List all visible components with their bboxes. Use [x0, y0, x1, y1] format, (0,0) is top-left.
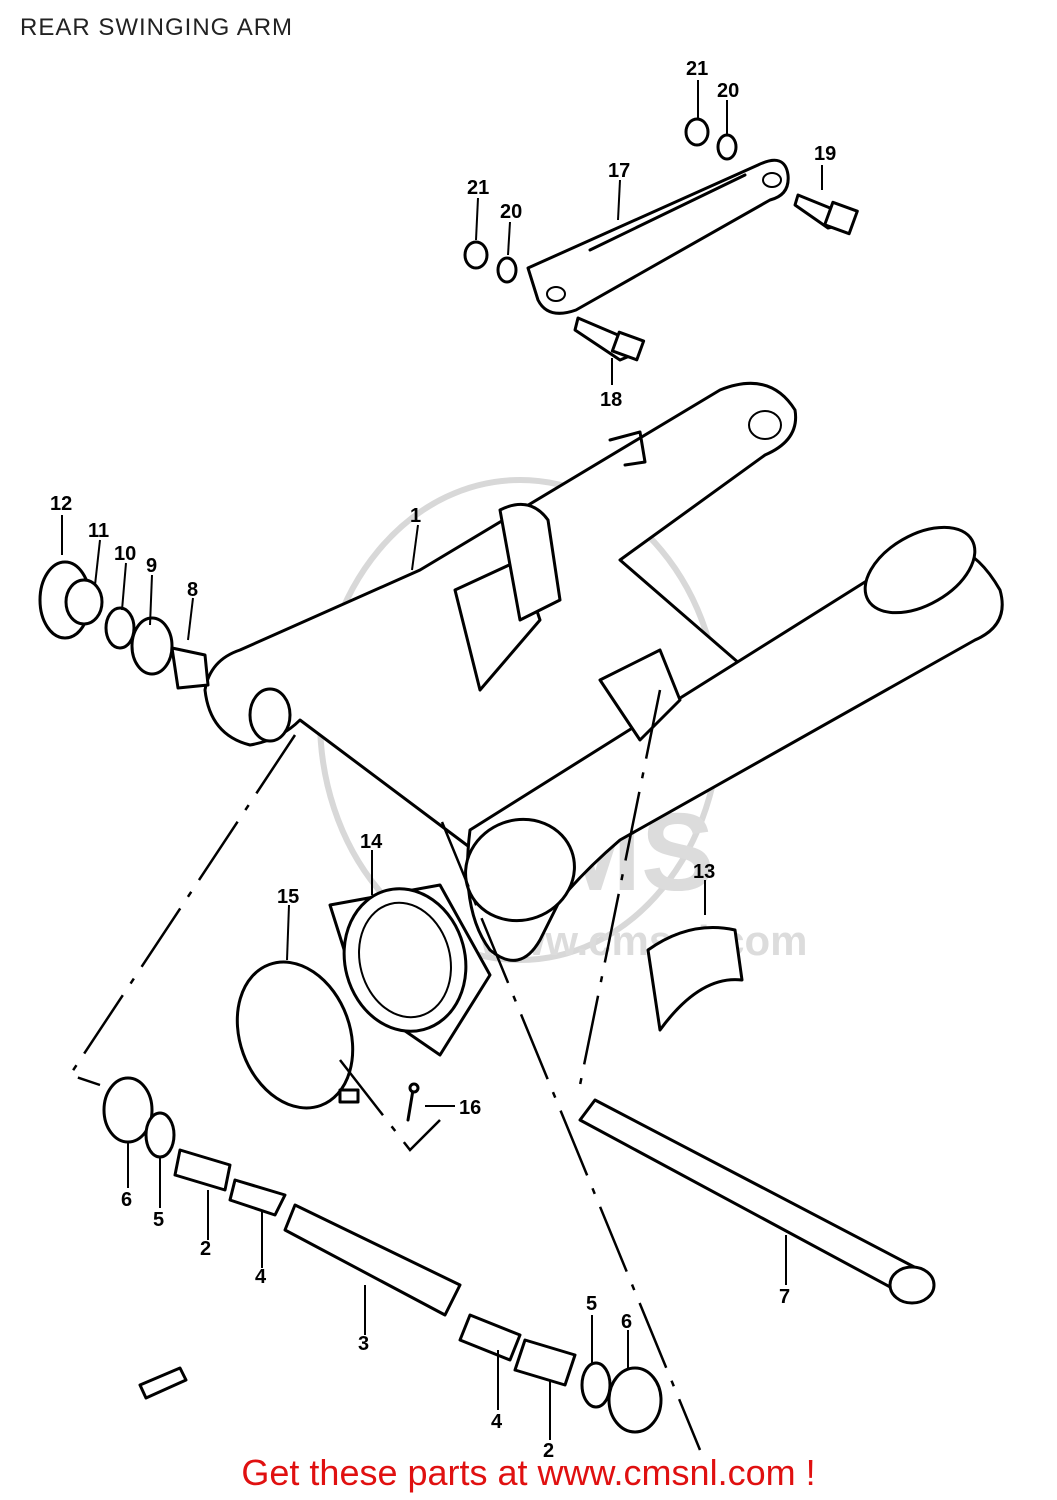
bolt-19 — [793, 193, 859, 236]
callouts: 1 2 2 3 4 4 5 5 6 6 7 8 9 10 11 12 13 14… — [50, 58, 836, 1462]
callout-9: 9 — [146, 555, 157, 577]
callout-7: 7 — [779, 1286, 790, 1308]
callout-4b: 4 — [491, 1411, 503, 1433]
lower-bushings — [102, 1076, 663, 1434]
pivot-shaft — [578, 1098, 936, 1305]
torque-rod — [526, 158, 790, 315]
callout-2b: 2 — [543, 1440, 554, 1462]
callout-16: 16 — [459, 1097, 481, 1119]
boot — [328, 883, 492, 1057]
nut-washer-lower — [463, 240, 518, 284]
callout-11: 11 — [88, 520, 109, 542]
callout-18: 18 — [600, 389, 622, 411]
front-arrow-icon — [138, 1366, 188, 1400]
callout-5b: 5 — [586, 1293, 597, 1315]
callout-15: 15 — [277, 886, 299, 908]
callout-4a: 4 — [255, 1266, 267, 1288]
callout-6b: 6 — [621, 1311, 632, 1333]
callout-8: 8 — [187, 579, 198, 601]
page-title: REAR SWINGING ARM — [20, 14, 294, 41]
nut-washer-upper — [684, 117, 738, 161]
callout-5a: 5 — [153, 1209, 164, 1231]
callout-19: 19 — [814, 143, 836, 165]
callout-2a: 2 — [200, 1238, 211, 1260]
bolt-18 — [573, 316, 646, 362]
left-pivot-parts — [38, 560, 210, 690]
assembly-lines — [68, 689, 702, 1451]
callout-3: 3 — [358, 1333, 369, 1355]
clamp — [235, 960, 360, 1110]
callout-21b: 21 — [467, 177, 489, 199]
callout-6a: 6 — [121, 1189, 132, 1211]
callout-20a: 20 — [717, 80, 739, 102]
leader-lines — [61, 80, 823, 1440]
chain-guard — [646, 926, 744, 1032]
callout-12: 12 — [50, 493, 72, 515]
footer-link[interactable]: Get these parts at www.cmsnl.com ! — [241, 1452, 816, 1493]
callout-17: 17 — [608, 160, 630, 182]
callout-21a: 21 — [686, 58, 708, 80]
grease-nipple — [406, 1082, 420, 1122]
callout-14: 14 — [360, 831, 383, 853]
callout-1: 1 — [410, 505, 421, 527]
callout-13: 13 — [693, 861, 715, 883]
callout-10: 10 — [114, 543, 136, 565]
callout-20b: 20 — [500, 201, 522, 223]
